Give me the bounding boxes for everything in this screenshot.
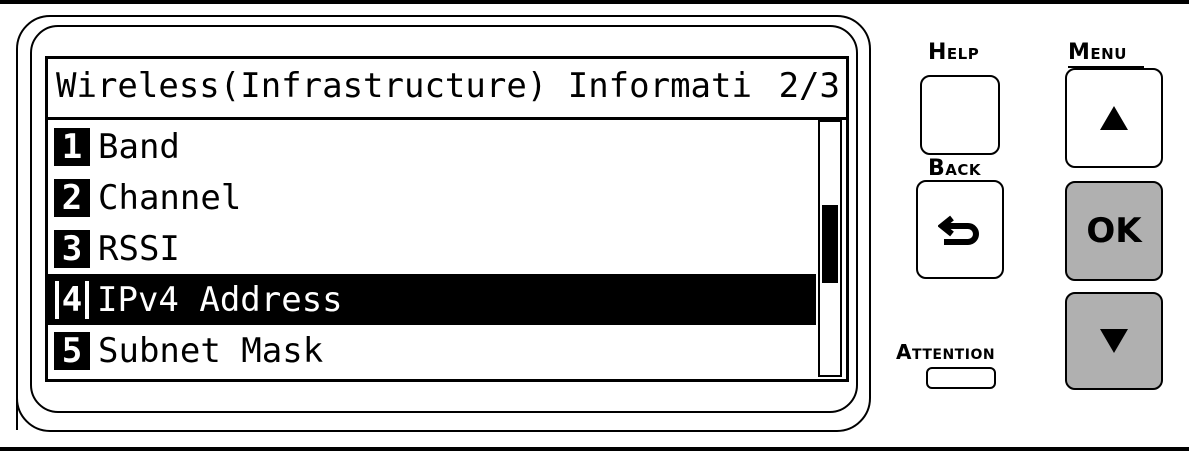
- top-border-line: [0, 0, 1189, 4]
- back-button[interactable]: [916, 180, 1004, 279]
- menu-item-ipv4-address[interactable]: 4 IPv4 Address: [48, 274, 816, 325]
- page-indicator: 2/3: [778, 66, 840, 106]
- menu-item-rssi[interactable]: 3 RSSI: [48, 223, 816, 274]
- bottom-border-line: [0, 447, 1189, 451]
- item-label: Band: [98, 126, 180, 167]
- item-number: 1: [54, 127, 90, 166]
- screen-title: Wireless(Infrastructure) Informati: [56, 66, 752, 106]
- item-number: 2: [54, 178, 90, 217]
- scrollbar[interactable]: [818, 120, 842, 377]
- ok-label: OK: [1086, 211, 1142, 251]
- help-button[interactable]: [920, 75, 1000, 155]
- display-bezel-inner: [30, 25, 858, 413]
- menu-list: 1 Band 2 Channel 3 RSSI 4 IPv4 Address 5…: [48, 121, 816, 376]
- header-divider: [48, 117, 846, 120]
- menu-item-band[interactable]: 1 Band: [48, 121, 816, 172]
- menu-item-channel[interactable]: 2 Channel: [48, 172, 816, 223]
- side-border-line: [16, 168, 18, 430]
- help-caption: Help: [928, 40, 980, 65]
- triangle-up-icon: [1100, 106, 1128, 130]
- ok-button[interactable]: OK: [1065, 181, 1163, 281]
- lcd-screen: Wireless(Infrastructure) Informati 2/3 1…: [45, 56, 849, 382]
- scrollbar-thumb[interactable]: [822, 205, 838, 283]
- menu-caption: Menu: [1068, 40, 1127, 65]
- up-button[interactable]: [1065, 68, 1163, 168]
- down-button[interactable]: [1065, 292, 1163, 390]
- triangle-down-icon: [1100, 329, 1128, 353]
- menu-caption-underline: [1068, 66, 1144, 68]
- item-label: Subnet Mask: [98, 330, 324, 371]
- item-label: RSSI: [98, 228, 180, 269]
- screen-header: Wireless(Infrastructure) Informati 2/3: [48, 59, 846, 117]
- item-number: 4: [55, 280, 89, 319]
- item-number: 3: [54, 229, 90, 268]
- return-arrow-icon: [938, 215, 979, 245]
- item-label: IPv4 Address: [97, 279, 343, 320]
- item-number: 5: [54, 331, 90, 370]
- attention-caption: Attention: [896, 340, 996, 364]
- menu-item-subnet-mask[interactable]: 5 Subnet Mask: [48, 325, 816, 376]
- attention-indicator: [926, 367, 996, 389]
- back-caption: Back: [928, 156, 982, 181]
- item-label: Channel: [98, 177, 242, 218]
